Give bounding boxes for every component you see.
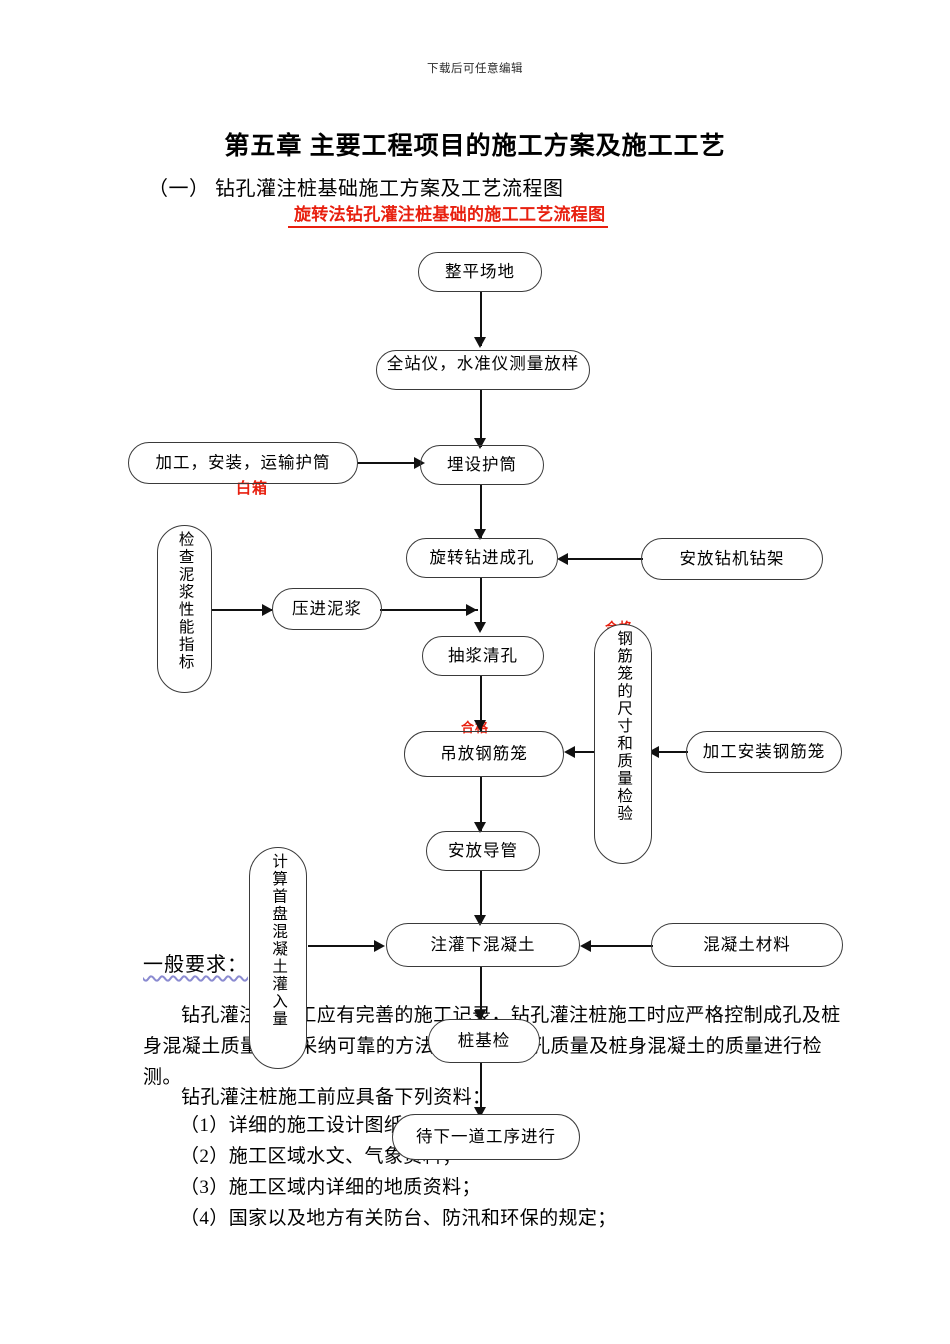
connector-line xyxy=(480,676,483,732)
connector-line xyxy=(480,291,483,346)
connector-arrow xyxy=(474,1107,486,1118)
flow-node-inject-slurry[interactable]: 压进泥浆 xyxy=(272,588,382,630)
connector-line xyxy=(480,1063,483,1114)
flow-node-pour-concrete[interactable]: 注灌下混凝土 xyxy=(386,923,580,967)
connector-line xyxy=(480,967,483,1019)
flow-node-rotary-drilling[interactable]: 旋转钻进成孔 xyxy=(406,538,558,578)
flow-node-rebar-cage-dimension-quality-check[interactable]: 钢筋笼的尺寸和质量检验 xyxy=(594,624,652,864)
flow-node-fabricate-rebar-cage[interactable]: 加工安装钢筋笼 xyxy=(686,731,842,773)
flow-node-place-tremie[interactable]: 安放导管 xyxy=(426,831,540,871)
connector-arrow xyxy=(564,746,575,758)
flow-node-pile-inspection[interactable]: 桩基检 xyxy=(428,1019,540,1063)
connector-arrow xyxy=(557,553,568,565)
connector-arrow xyxy=(374,940,385,952)
connector-arrow xyxy=(474,1010,486,1021)
connector-arrow xyxy=(474,622,486,633)
connector-line xyxy=(480,871,483,923)
prerequisite-list: （1）详细的施工设计图纸； （2）施工区域水文、气象资料； （3）施工区域内详细… xyxy=(180,1110,617,1234)
chapter-title: 第五章 主要工程项目的施工方案及施工工艺 xyxy=(224,133,726,160)
diagram-title: 旋转法钻孔灌注桩基础的施工工艺流程图 xyxy=(288,200,609,228)
flow-node-lower-rebar-cage[interactable]: 吊放钢筋笼 xyxy=(404,731,564,777)
flow-node-next-process[interactable]: 待下一道工序进行 xyxy=(392,1114,580,1160)
connector-line xyxy=(480,484,483,538)
paragraph-prerequisite-materials: 钻孔灌注桩施工前应具备下列资料： xyxy=(181,1087,492,1108)
flow-node-label-vertical: 计算首盘混凝土灌入量 xyxy=(270,853,288,1028)
flow-node-survey-setout[interactable]: 全站仪，水准仪测量放样 xyxy=(376,350,590,390)
list-item: （3）施工区域内详细的地质资料； xyxy=(180,1177,481,1198)
connector-arrow xyxy=(474,822,486,833)
header-watermark-note: 下载后可任意编辑 xyxy=(427,63,523,75)
flow-node-fabricate-transport-casing[interactable]: 加工，安装，运输护筒 xyxy=(128,442,358,484)
connector-arrow xyxy=(466,604,477,616)
connector-line xyxy=(480,389,483,447)
connector-line xyxy=(357,462,419,465)
connector-line xyxy=(308,945,380,948)
flow-node-slurry-cleaning[interactable]: 抽浆清孔 xyxy=(422,636,544,676)
connector-arrow xyxy=(474,337,486,348)
connector-arrow xyxy=(474,438,486,449)
flow-node-concrete-materials[interactable]: 混凝土材料 xyxy=(651,923,843,967)
connector-arrow xyxy=(474,915,486,926)
flow-node-site-leveling[interactable]: 整平场地 xyxy=(418,252,542,292)
connector-line xyxy=(571,751,611,754)
connector-arrow xyxy=(648,746,659,758)
list-item: （2）施工区域水文、气象资料； xyxy=(180,1146,462,1167)
flow-node-calc-first-batch-volume[interactable]: 计算首盘混凝土灌入量 xyxy=(249,847,307,1069)
connector-line xyxy=(655,751,688,754)
connector-arrow xyxy=(580,940,591,952)
connector-arrow xyxy=(474,720,486,731)
section-title: （一） 钻孔灌注桩基础施工方案及工艺流程图 xyxy=(148,178,564,200)
flow-node-label-vertical: 钢筋笼的尺寸和质量检验 xyxy=(615,630,633,823)
flow-node-casing-embedding[interactable]: 埋设护筒 xyxy=(420,445,544,485)
connector-line xyxy=(380,609,478,612)
connector-arrow xyxy=(474,529,486,540)
flow-node-check-slurry-properties[interactable]: 检查泥浆性能指标 xyxy=(157,525,212,693)
connector-line xyxy=(480,578,483,630)
connector-line xyxy=(212,609,272,612)
flow-node-place-drilling-rig[interactable]: 安放钻机钻架 xyxy=(641,538,823,580)
connector-line xyxy=(587,945,653,948)
connector-line xyxy=(565,558,643,561)
list-item: （4）国家以及地方有关防台、防汛和环保的规定； xyxy=(180,1208,617,1229)
connector-line xyxy=(480,777,483,831)
list-item: （1）详细的施工设计图纸； xyxy=(180,1115,423,1136)
occluded-red-label-1: 白箱 xyxy=(236,481,269,497)
requirements-heading: 一般要求： xyxy=(143,954,248,976)
connector-arrow xyxy=(262,604,273,616)
flow-node-label-vertical: 检查泥浆性能指标 xyxy=(176,531,194,671)
